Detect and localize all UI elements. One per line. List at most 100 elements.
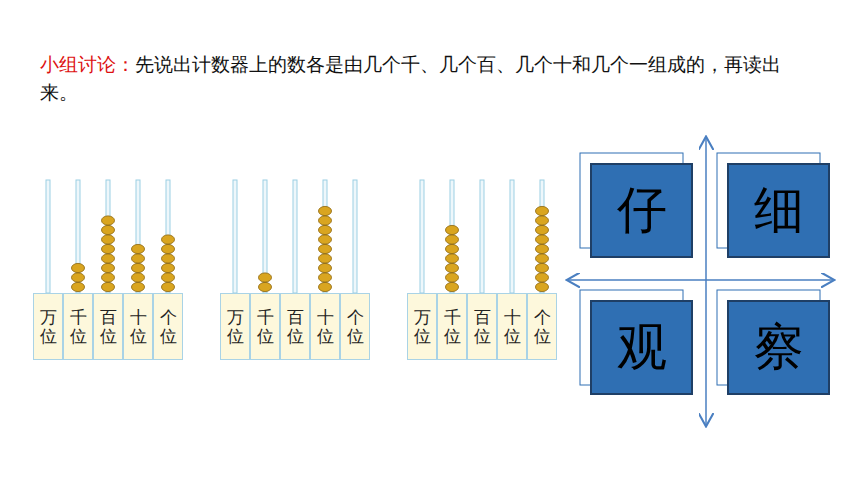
abacus-bead [162,282,175,291]
box-character: 仔 [617,177,667,244]
abacus-bead [536,263,549,272]
abacus-bead [446,225,459,234]
abacus-bead [132,244,145,253]
abacus-bead [319,225,332,234]
place-label: 十位 [310,293,340,360]
place-name: 个位 [534,308,551,345]
box-character: 细 [754,177,804,244]
place-label: 万位 [407,293,437,360]
box-character: 观 [617,314,667,381]
place-name: 个位 [160,308,177,345]
place-label: 千位 [63,293,93,360]
box-character: 察 [754,314,804,381]
abacus-bead [102,263,115,272]
abacus-bead [319,235,332,244]
abacus-bead [102,282,115,291]
place-label: 千位 [250,293,280,360]
abacus-bead [162,263,175,272]
place-name: 千位 [70,308,87,345]
place-label: 百位 [280,293,310,360]
place-name: 十位 [317,308,334,345]
place-label: 百位 [93,293,123,360]
abacus-rod [510,180,514,293]
abacus-bead [319,263,332,272]
abacus-rod [420,180,424,293]
place-name: 万位 [414,308,431,345]
abacus-bead [102,216,115,225]
place-name: 个位 [347,308,364,345]
abacus-bead [319,273,332,282]
place-name: 十位 [130,308,147,345]
abacus-bead [536,244,549,253]
abacus-bead [162,244,175,253]
abacus-bead [102,225,115,234]
place-label: 十位 [497,293,527,360]
place-name: 十位 [504,308,521,345]
abacus-bead [132,263,145,272]
abacus-bead [259,273,272,282]
cross-arrow [705,138,707,425]
abacus-bead [102,254,115,263]
abacus-bead [319,216,332,225]
abacus-bead [102,235,115,244]
place-name: 万位 [227,308,244,345]
place-name: 百位 [474,308,491,345]
abacus-bead [536,273,549,282]
abacus-rod [293,180,297,293]
place-label: 万位 [33,293,63,360]
abacus-bead [319,244,332,253]
abacus-bead [132,273,145,282]
place-name: 千位 [444,308,461,345]
place-label: 千位 [437,293,467,360]
abacus-rod [353,180,357,293]
abacus-bead [319,254,332,263]
abacus-bead [72,273,85,282]
abacus-bead [536,216,549,225]
abacus-bead [319,282,332,291]
place-label: 万位 [220,293,250,360]
place-label: 个位 [340,293,370,360]
abacus-bead [132,282,145,291]
abacus-bead [446,254,459,263]
abacus-bead [446,244,459,253]
abacus-bead [162,273,175,282]
abacus-bead [536,282,549,291]
cross-arrow [568,279,833,281]
word-box: 细 [727,163,830,258]
abacus-bead [162,235,175,244]
abacus-bead [446,282,459,291]
place-name: 千位 [257,308,274,345]
abacus-bead [536,206,549,215]
place-name: 百位 [287,308,304,345]
abacus-bead [162,254,175,263]
abacus-bead [446,235,459,244]
word-box: 仔 [590,163,693,258]
abacus-bead [102,273,115,282]
discussion-prompt: 小组讨论：先说出计数器上的数各是由几个千、几个百、几个十和几个一组成的，再读出来… [40,50,810,106]
abacus-rod [480,180,484,293]
abacus-bead [446,263,459,272]
abacus-bead [536,235,549,244]
word-box: 察 [727,300,830,395]
abacus-bead [132,254,145,263]
place-label: 个位 [153,293,183,360]
abacus-rod [233,180,237,293]
word-box: 观 [590,300,693,395]
abacus-bead [72,282,85,291]
place-label: 十位 [123,293,153,360]
place-name: 万位 [40,308,57,345]
abacus-bead [536,225,549,234]
abacus-rods [46,180,544,293]
abacus-beads [72,206,549,291]
place-label: 百位 [467,293,497,360]
place-name: 百位 [100,308,117,345]
abacus-bead [102,244,115,253]
prompt-lead: 小组讨论： [40,53,135,75]
abacus-bead [446,273,459,282]
abacus-bead [72,263,85,272]
abacus-bead [536,254,549,263]
place-label: 个位 [527,293,557,360]
prompt-text: 先说出计数器上的数各是由几个千、几个百、几个十和几个一组成的，再读出来。 [40,53,781,103]
abacus-rod [46,180,50,293]
abacus-bead [319,206,332,215]
